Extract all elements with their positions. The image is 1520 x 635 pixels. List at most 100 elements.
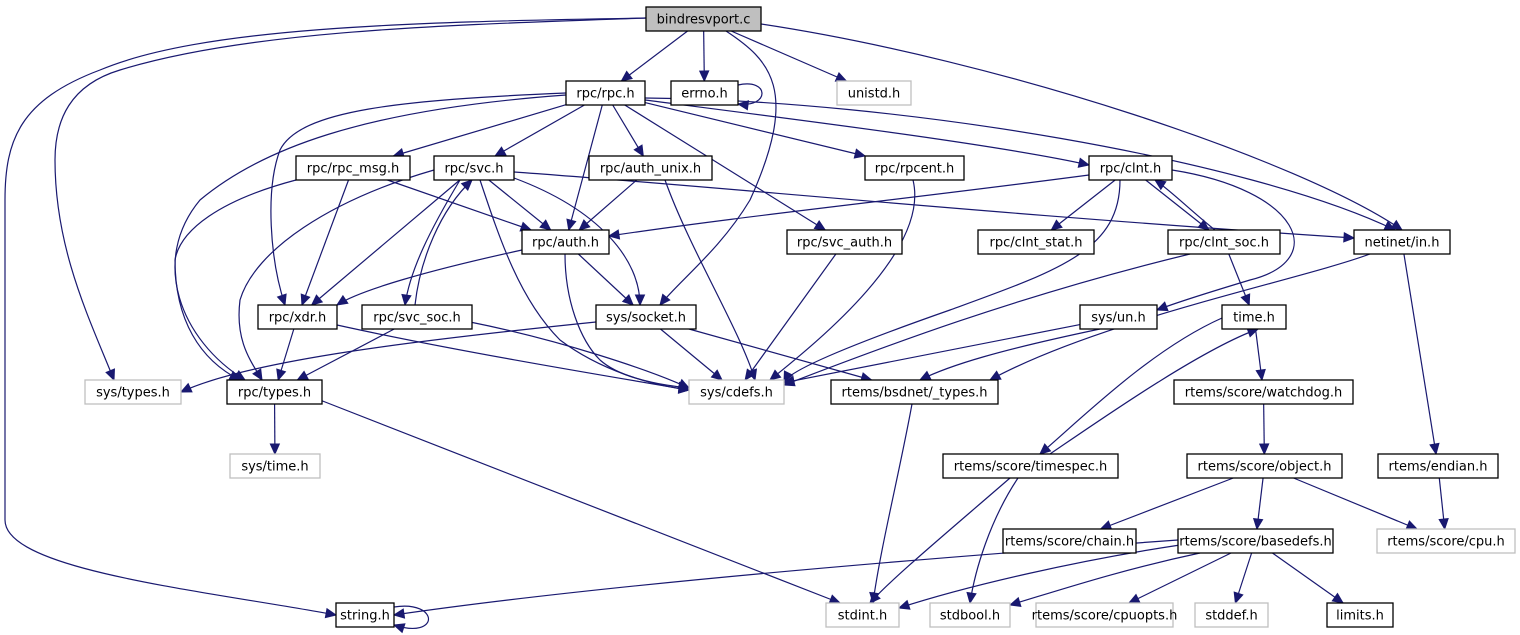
node-auth-unix[interactable]: rpc/auth_unix.h	[588, 155, 713, 181]
node-clnt[interactable]: rpc/clnt.h	[1088, 155, 1173, 181]
node-chain[interactable]: rtems/score/chain.h	[1002, 528, 1137, 554]
arrowhead-icon	[179, 382, 193, 393]
arrowhead-icon	[769, 369, 782, 381]
node-basedefs[interactable]: rtems/score/basedefs.h	[1177, 528, 1334, 554]
node-label: rpc/svc_soc.h	[373, 311, 460, 326]
node-stddef: stddef.h	[1194, 602, 1269, 628]
arrowhead-icon	[897, 599, 911, 610]
edge-line	[769, 179, 916, 381]
node-auth[interactable]: rpc/auth.h	[521, 229, 610, 255]
edge-line	[319, 399, 841, 604]
edge-line	[621, 30, 688, 82]
node-label: rpc/clnt_soc.h	[1179, 236, 1269, 251]
node-box	[825, 602, 900, 628]
edge-auth-to-xdr	[335, 249, 523, 306]
edge-line	[1049, 328, 1259, 455]
edge-root-to-rpc_rpc	[620, 30, 688, 82]
node-sys-un[interactable]: sys/un.h	[1079, 304, 1158, 330]
edge-svc_soc-to-rpc_types	[296, 328, 395, 381]
arrowhead-icon	[853, 148, 867, 159]
edge-line	[783, 253, 1191, 386]
arrowhead-icon	[1343, 232, 1356, 243]
edge-line	[644, 102, 866, 157]
edge-line	[1293, 477, 1418, 530]
edge-timespec-to-stdint	[869, 477, 1011, 604]
node-svc-auth[interactable]: rpc/svc_auth.h	[786, 229, 903, 255]
node-box	[1079, 304, 1158, 330]
arrowhead-icon	[252, 368, 263, 382]
node-rpc-types[interactable]: rpc/types.h	[226, 379, 323, 405]
node-label: rtems/score/cpu.h	[1387, 535, 1505, 550]
edge-endian-to-cpu	[1438, 477, 1449, 531]
edge-line	[577, 253, 634, 306]
node-bsd-types[interactable]: rtems/bsdnet/_types.h	[830, 379, 999, 405]
edge-root-to-sys_types	[54, 17, 647, 382]
edge-line	[1154, 179, 1216, 231]
arrowhead-icon	[869, 591, 880, 605]
node-endian[interactable]: rtems/endian.h	[1377, 453, 1499, 479]
node-watchdog[interactable]: rtems/score/watchdog.h	[1173, 379, 1354, 405]
node-box	[786, 229, 903, 255]
edge-timespec-to-stdbool	[966, 477, 1019, 605]
edge-basedefs-to-stdbool	[1008, 552, 1201, 608]
edge-clnt-to-sys_un	[1155, 169, 1295, 312]
node-limits[interactable]: limits.h	[1326, 602, 1394, 628]
node-netinet-in[interactable]: netinet/in.h	[1353, 229, 1451, 255]
node-label: rtems/score/timespec.h	[954, 460, 1107, 475]
node-label: rtems/endian.h	[1389, 460, 1488, 475]
arrowhead-icon	[1155, 301, 1169, 312]
edge-line	[919, 328, 1101, 381]
node-xdr[interactable]: rpc/xdr.h	[257, 304, 338, 330]
edge-line	[1156, 169, 1295, 311]
node-box	[864, 155, 965, 181]
arrowhead-icon	[1429, 442, 1440, 456]
node-rpc-msg[interactable]: rpc/rpc_msg.h	[295, 155, 411, 181]
node-label: rtems/score/object.h	[1198, 460, 1332, 475]
arrowhead-icon	[392, 623, 406, 634]
edge-line	[660, 328, 723, 381]
node-box	[565, 80, 646, 106]
edge-line	[869, 477, 1011, 604]
arrowhead-icon	[966, 591, 977, 605]
edge-basedefs-to-stdint	[897, 544, 1181, 610]
edge-line	[174, 179, 297, 381]
node-time[interactable]: time.h	[1221, 304, 1287, 330]
node-socket[interactable]: sys/socket.h	[595, 304, 697, 330]
arrowhead-icon	[834, 71, 848, 82]
node-box	[830, 379, 999, 405]
node-label: string.h	[340, 609, 390, 624]
node-errno[interactable]: errno.h	[670, 80, 739, 106]
node-svc-soc[interactable]: rpc/svc_soc.h	[361, 304, 473, 330]
node-string[interactable]: string.h	[335, 602, 395, 628]
node-stdint: stdint.h	[825, 602, 900, 628]
node-object[interactable]: rtems/score/object.h	[1186, 453, 1343, 479]
edge-rpc_rpc-to-rpc_types	[174, 94, 567, 381]
edge-line	[664, 179, 756, 381]
node-box	[1177, 528, 1334, 554]
node-clnt-soc[interactable]: rpc/clnt_soc.h	[1167, 229, 1281, 255]
node-box	[433, 155, 515, 181]
edge-auth_unix-to-cdefs	[664, 179, 758, 382]
node-label: rpc/auth.h	[532, 236, 599, 251]
node-rpc-svc[interactable]: rpc/svc.h	[433, 155, 515, 181]
node-box	[1186, 453, 1343, 479]
node-box	[595, 304, 697, 330]
node-timespec[interactable]: rtems/score/timespec.h	[942, 453, 1119, 479]
edge-bsd_types-to-stdint	[869, 403, 913, 605]
node-box	[295, 155, 411, 181]
arrowhead-icon	[1331, 592, 1345, 604]
arrowhead-icon	[578, 219, 591, 231]
arrowhead-icon	[633, 144, 644, 158]
edge-rpc_svc-to-auth	[488, 179, 552, 231]
node-clnt-stat[interactable]: rpc/clnt_stat.h	[977, 229, 1095, 255]
edge-rpc_rpc-to-netinet_in	[644, 97, 1397, 231]
node-rpc-rpc[interactable]: rpc/rpc.h	[565, 80, 646, 106]
edge-auth_unix-to-auth	[578, 179, 638, 231]
edge-line	[1272, 552, 1344, 604]
node-label: rpc/auth_unix.h	[600, 162, 701, 177]
arrowhead-icon	[710, 369, 723, 381]
arrowhead-icon	[324, 607, 338, 619]
arrowhead-icon	[659, 293, 671, 306]
node-rpcent[interactable]: rpc/rpcent.h	[864, 155, 965, 181]
arrowhead-icon	[392, 608, 406, 619]
